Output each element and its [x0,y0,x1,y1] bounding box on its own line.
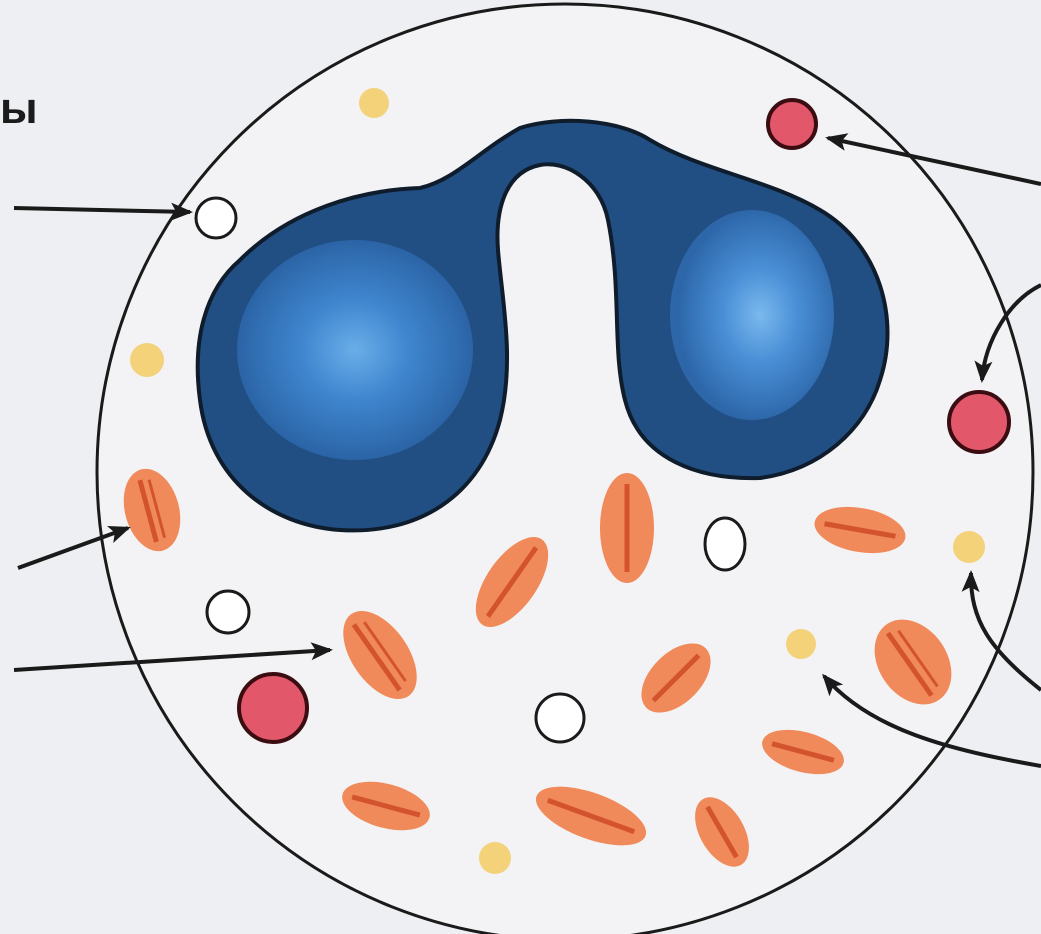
yellow-granule-icon [786,629,816,659]
yellow-granule-icon [479,842,511,874]
yellow-granule-icon [130,343,164,377]
oval-granule-icon [600,473,654,583]
vacuole-ring-icon [196,198,236,238]
red-granule-icon [239,674,307,742]
yellow-granule-icon [953,531,985,563]
label-fragment: ы [0,84,39,134]
arrow-icon [14,208,190,212]
red-granule-icon [768,100,816,148]
vacuole-ring-icon [207,591,249,633]
yellow-granule-icon [359,88,389,118]
vacuole-ring-icon [536,694,584,742]
vacuole-ring-icon [705,518,745,570]
red-granule-icon [949,392,1009,452]
